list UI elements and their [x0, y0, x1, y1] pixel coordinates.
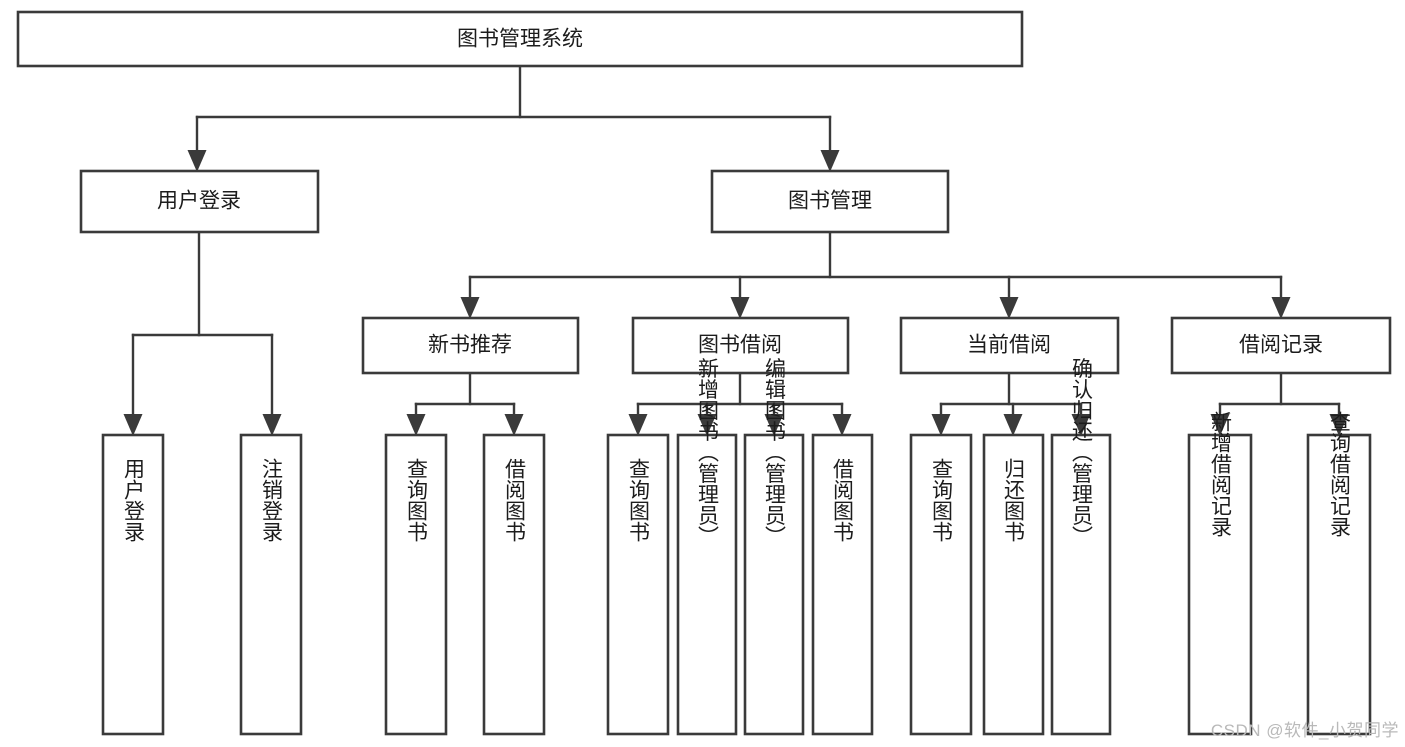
node-leaf-br-add[interactable]: 新增借阅记录	[1187, 411, 1253, 736]
node-leaf-bb-query-box[interactable]	[606, 433, 670, 736]
node-leaf-bb-edit[interactable]: 编辑图书（管理员）	[743, 358, 805, 736]
arrowhead-leaf-user-login	[123, 414, 143, 436]
node-current-borrow-box[interactable]	[899, 316, 1120, 375]
node-leaf-bb-borrow-box[interactable]	[811, 433, 874, 736]
arrowhead-borrow-record	[1271, 297, 1291, 319]
node-leaf-bb-add-label: 新增图书（管理员）	[696, 358, 720, 547]
node-leaf-bb-add[interactable]: 新增图书（管理员）	[676, 358, 738, 736]
arrowhead-leaf-bb-query	[628, 414, 648, 436]
arrowhead-book-borrow	[730, 297, 750, 319]
node-borrow-record-box[interactable]	[1170, 316, 1392, 375]
node-leaf-user-login[interactable]: 用户登录	[101, 433, 165, 736]
node-leaf-bb-edit-box[interactable]	[743, 433, 805, 736]
node-current-borrow[interactable]: 当前借阅	[899, 316, 1120, 375]
node-leaf-user-login-box[interactable]	[101, 433, 165, 736]
node-leaf-nb-borrow-label: 借阅图书	[503, 458, 527, 542]
node-leaf-cb-confirm-box[interactable]	[1050, 433, 1112, 736]
node-user-login-box[interactable]	[79, 169, 320, 234]
node-leaf-nb-borrow[interactable]: 借阅图书	[482, 433, 546, 736]
node-leaf-br-query-label: 查询借阅记录	[1328, 411, 1352, 537]
node-book-borrow-box[interactable]	[631, 316, 850, 375]
node-leaf-bb-query-label: 查询图书	[627, 458, 651, 542]
node-borrow-record[interactable]: 借阅记录	[1170, 316, 1392, 375]
node-leaf-cb-confirm[interactable]: 确认归还（管理员）	[1050, 358, 1112, 736]
node-leaf-bb-borrow[interactable]: 借阅图书	[811, 433, 874, 736]
node-book-borrow[interactable]: 图书借阅	[631, 316, 850, 375]
node-book-borrow-label: 图书借阅	[698, 334, 782, 357]
node-leaf-user-login-label: 用户登录	[122, 458, 146, 542]
node-leaf-br-add-label: 新增借阅记录	[1209, 411, 1233, 537]
node-leaf-nb-borrow-box[interactable]	[482, 433, 546, 736]
node-leaf-cb-query-label: 查询图书	[930, 458, 954, 542]
arrowhead-new-book-rec	[460, 297, 480, 319]
node-leaf-cb-confirm-label: 确认归还（管理员）	[1070, 358, 1094, 547]
node-leaf-bb-query[interactable]: 查询图书	[606, 433, 670, 736]
node-leaf-bb-borrow-label: 借阅图书	[831, 458, 855, 542]
node-book-manage[interactable]: 图书管理	[710, 169, 950, 234]
node-leaf-cb-return-label: 归还图书	[1002, 458, 1026, 542]
node-leaf-logout[interactable]: 注销登录	[239, 433, 303, 736]
node-leaf-nb-query-label: 查询图书	[405, 458, 429, 542]
node-leaf-bb-add-box[interactable]	[676, 433, 738, 736]
node-user-login-label: 用户登录	[157, 190, 241, 213]
node-leaf-nb-query[interactable]: 查询图书	[384, 433, 448, 736]
node-root-box[interactable]	[16, 10, 1024, 68]
node-book-manage-label: 图书管理	[788, 190, 872, 213]
csdn-watermark: CSDN @软件_小贺同学	[1210, 721, 1399, 740]
node-new-book-rec-box[interactable]	[361, 316, 580, 375]
node-current-borrow-label: 当前借阅	[967, 334, 1051, 357]
arrowhead-leaf-cb-query	[931, 414, 951, 436]
node-user-login[interactable]: 用户登录	[79, 169, 320, 234]
node-leaf-br-query-box[interactable]	[1306, 433, 1372, 736]
arrowhead-user-login	[187, 150, 207, 172]
arrowhead-leaf-cb-return	[1003, 414, 1023, 436]
node-book-manage-box[interactable]	[710, 169, 950, 234]
arrowhead-book-manage	[820, 150, 840, 172]
node-leaf-cb-query[interactable]: 查询图书	[909, 433, 973, 736]
node-leaf-logout-label: 注销登录	[260, 458, 284, 542]
arrowhead-leaf-logout	[262, 414, 282, 436]
node-root[interactable]: 图书管理系统	[16, 10, 1024, 68]
arrowhead-current-borrow	[999, 297, 1019, 319]
node-new-book-rec-label: 新书推荐	[428, 334, 512, 357]
node-borrow-record-label: 借阅记录	[1239, 334, 1323, 357]
node-leaf-nb-query-box[interactable]	[384, 433, 448, 736]
node-leaf-cb-query-box[interactable]	[909, 433, 973, 736]
arrowhead-leaf-nb-query	[406, 414, 426, 436]
node-leaf-cb-return-box[interactable]	[982, 433, 1045, 736]
node-leaf-cb-return[interactable]: 归还图书	[982, 433, 1045, 736]
connector-layer	[123, 64, 1349, 436]
arrowhead-leaf-bb-borrow	[832, 414, 852, 436]
node-leaf-br-add-box[interactable]	[1187, 433, 1253, 736]
node-leaf-logout-box[interactable]	[239, 433, 303, 736]
node-root-label: 图书管理系统	[457, 28, 583, 51]
arrowhead-leaf-nb-borrow	[504, 414, 524, 436]
node-new-book-rec[interactable]: 新书推荐	[361, 316, 580, 375]
node-leaf-bb-edit-label: 编辑图书（管理员）	[763, 358, 787, 547]
node-leaf-br-query[interactable]: 查询借阅记录	[1306, 411, 1372, 736]
